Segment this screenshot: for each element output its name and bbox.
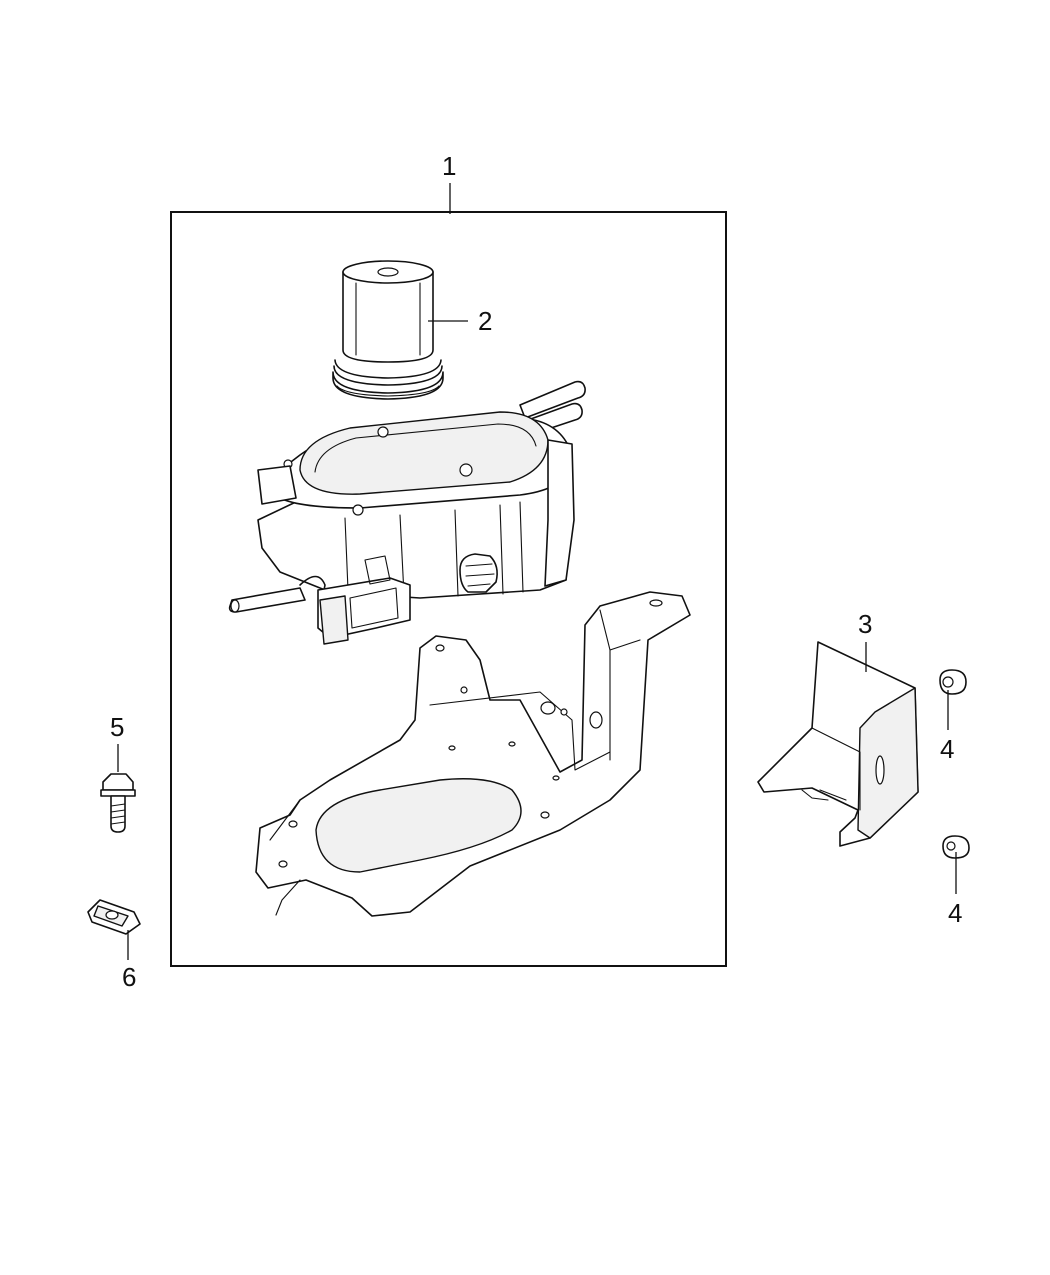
callout-2: 2 xyxy=(478,306,492,336)
heat-shield xyxy=(757,641,919,847)
bolt xyxy=(100,773,136,833)
grommet-lower xyxy=(942,835,970,859)
callout-4-lower: 4 xyxy=(948,898,962,928)
fuel-filter-housing xyxy=(228,380,586,645)
filter-element xyxy=(332,260,444,400)
callout-3: 3 xyxy=(858,609,872,639)
clip-nut xyxy=(87,899,141,935)
callout-1: 1 xyxy=(442,151,456,181)
callout-6: 6 xyxy=(122,962,136,992)
mounting-bracket xyxy=(255,591,691,917)
grommet-upper xyxy=(939,669,967,695)
callout-4-upper: 4 xyxy=(940,734,954,764)
callout-5: 5 xyxy=(110,712,124,742)
assembly-frame xyxy=(170,211,727,967)
